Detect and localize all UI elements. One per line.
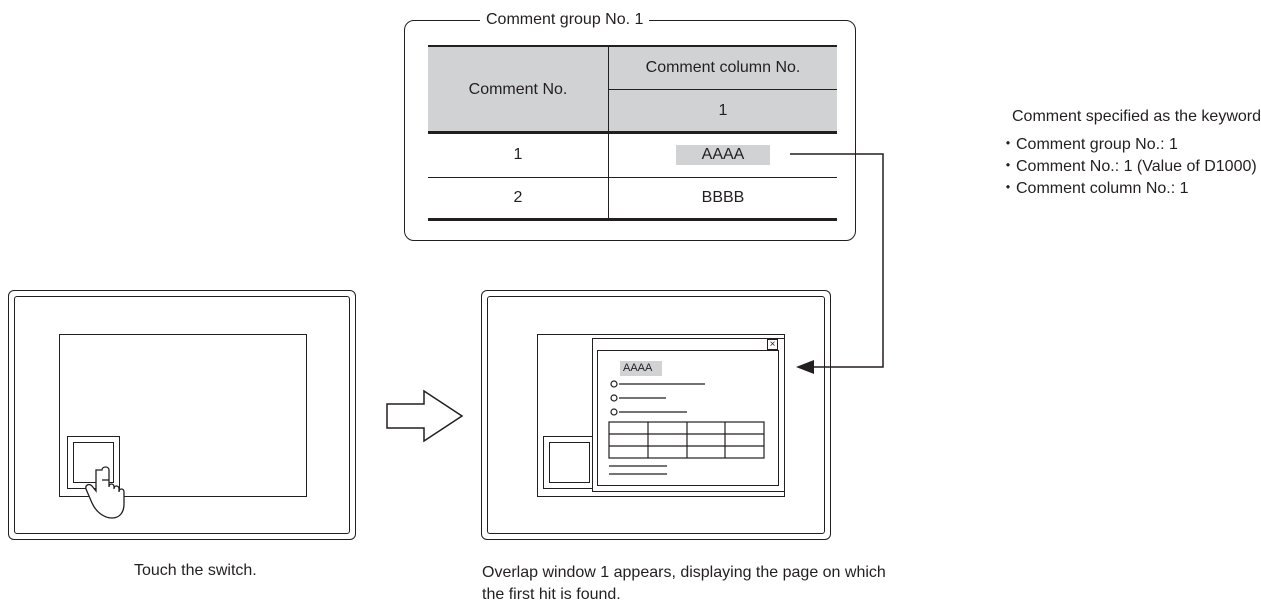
table-row: 2 BBBB: [428, 177, 837, 218]
header-column-1: 1: [608, 89, 837, 133]
keyword-note-item: ・Comment group No.: 1: [1000, 136, 1178, 153]
list-bullet-icon: [610, 380, 618, 388]
row-comment-cell: BBBB: [608, 177, 837, 218]
highlighted-comment: AAAA: [675, 145, 771, 165]
switch-button[interactable]: [67, 436, 120, 489]
table-header-rule: [428, 131, 837, 134]
left-panel-frame: [8, 290, 356, 540]
right-panel-frame: [481, 290, 831, 540]
table-bottom-rule: [428, 218, 837, 221]
search-hit-highlight: AAAA: [620, 361, 662, 376]
switch-button: [543, 436, 596, 489]
arrow-head-icon: [796, 360, 814, 374]
left-panel-bezel: [14, 296, 350, 534]
close-icon[interactable]: ×: [767, 339, 778, 350]
hand-pointer-icon: [85, 466, 125, 519]
header-comment-column-no: Comment column No.: [608, 47, 837, 90]
caption-touch-switch: Touch the switch.: [134, 562, 257, 579]
transition-arrow-icon: [386, 389, 464, 443]
table-top-rule: [428, 45, 837, 48]
row-comment-no: 2: [428, 177, 609, 218]
comment-table: Comment No. Comment column No. 1 1 AAAA …: [428, 47, 837, 218]
caption-overlap-window: Overlap window 1 appears, displaying the…: [482, 564, 886, 603]
comment-group-title: Comment group No. 1: [480, 8, 650, 32]
right-panel-bezel: [487, 296, 825, 534]
header-comment-no: Comment No.: [428, 47, 609, 133]
connector-arrow: [790, 153, 884, 368]
keyword-note-item: ・Comment No.: 1 (Value of D1000): [1000, 158, 1257, 175]
list-bullet-icon: [610, 408, 618, 416]
switch-button-face: [73, 442, 114, 483]
switch-button-face: [549, 442, 590, 483]
list-bullet-icon: [610, 394, 618, 402]
keyword-note-title: Comment specified as the keyword: [1012, 108, 1261, 125]
keyword-note-item: ・Comment column No.: 1: [1000, 180, 1189, 197]
